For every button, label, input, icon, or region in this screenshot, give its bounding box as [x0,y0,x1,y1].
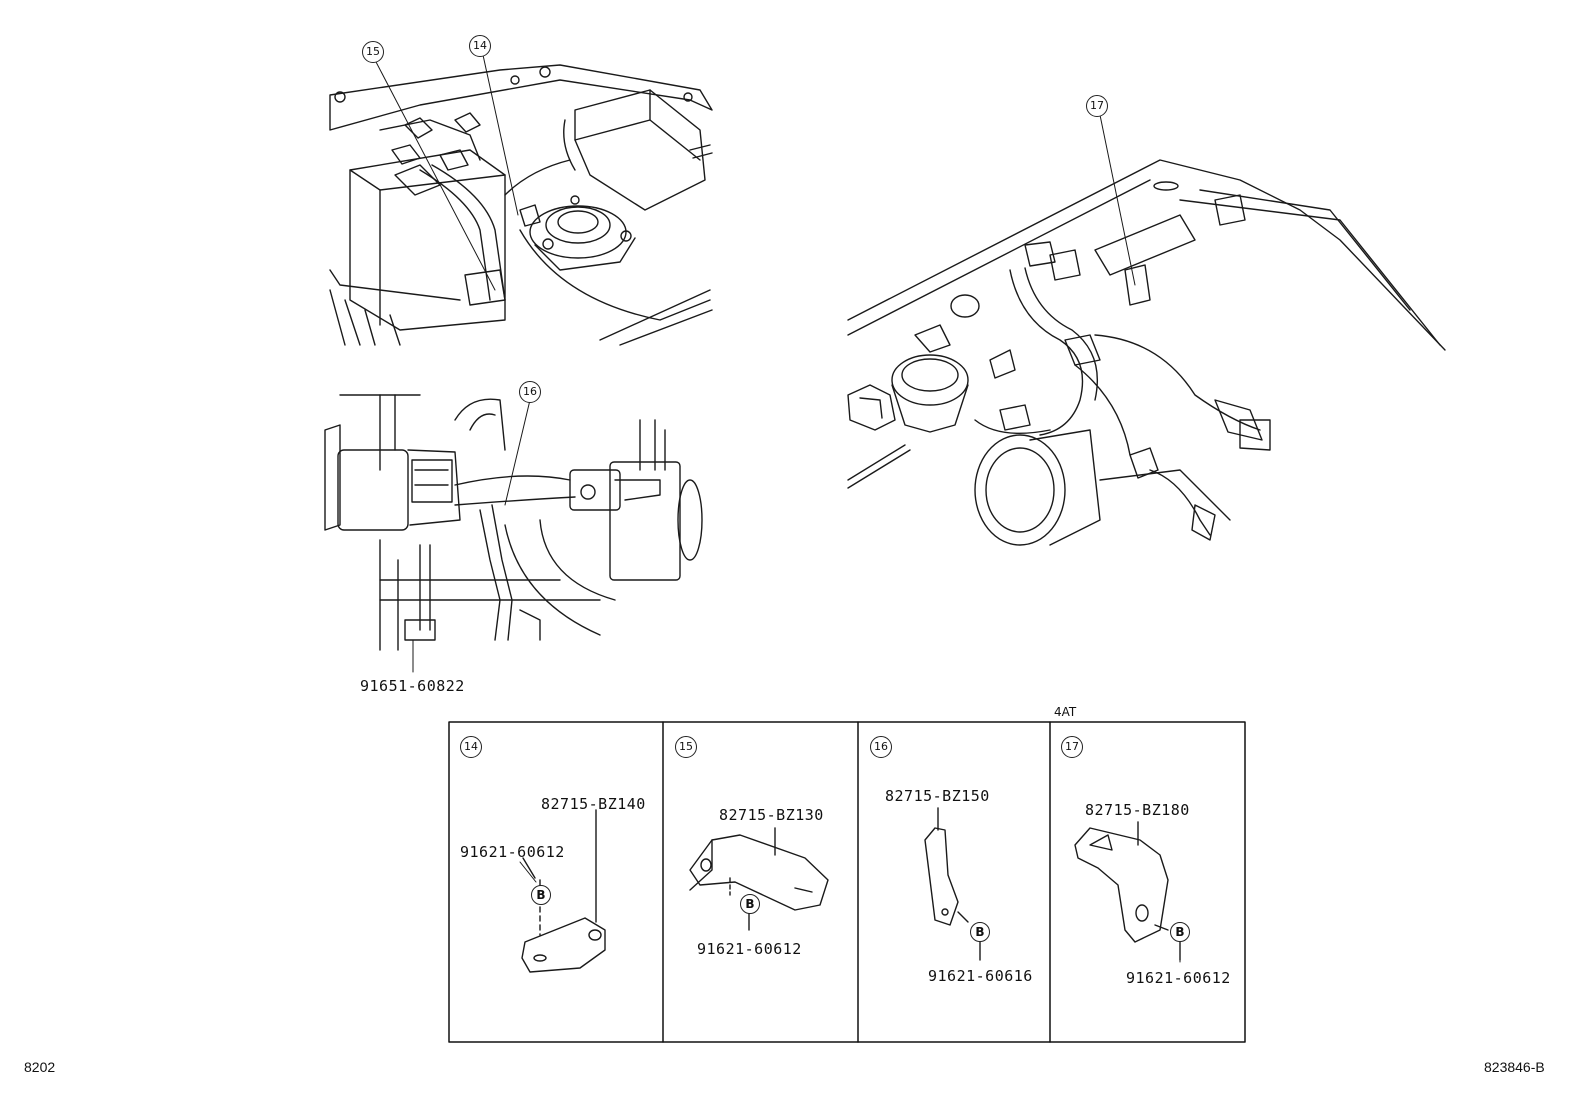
cell-14-bolt-number: 91621-60612 [460,843,565,861]
parts-table-grid [448,721,1246,1043]
cell-17-bolt-mark: B [1170,922,1190,942]
view-battery-area [329,64,713,346]
callout-15: 15 [362,41,384,63]
view-harness-area [847,159,1446,546]
footer-left-code: 8202 [24,1059,56,1075]
cell-16-callout: 16 [870,736,892,758]
bracket-16-art [924,807,981,961]
footer-right-code: 823846-B [1484,1059,1545,1075]
cell-16-bracket-number: 82715-BZ150 [885,787,990,805]
cell-14-bracket-number: 82715-BZ140 [541,795,646,813]
callout-17: 17 [1086,95,1108,117]
callout-14: 14 [469,35,491,57]
bracket-15-art [689,827,829,931]
cell-15-bracket-number: 82715-BZ130 [719,806,824,824]
bracket-17-art [1074,821,1181,961]
cell-16-bolt-number: 91621-60616 [928,967,1033,985]
part-number-clamp: 91651-60822 [360,677,465,695]
callout-16: 16 [519,381,541,403]
cell-17-bolt-number: 91621-60612 [1126,969,1231,987]
variant-label: 4AT [1054,705,1077,719]
cell-17-bracket-number: 82715-BZ180 [1085,801,1190,819]
bracket-14-art [521,809,606,973]
cell-14-bolt-mark: B [531,885,551,905]
cell-15-bolt-number: 91621-60612 [697,940,802,958]
callout-leaders [374,54,1136,673]
table-leaders [519,861,1181,963]
cell-17-callout: 17 [1061,736,1083,758]
cell-15-bolt-mark: B [740,894,760,914]
view-throttle-area [324,394,703,651]
cell-16-bolt-mark: B [970,922,990,942]
cell-14-callout: 14 [460,736,482,758]
cell-15-callout: 15 [675,736,697,758]
